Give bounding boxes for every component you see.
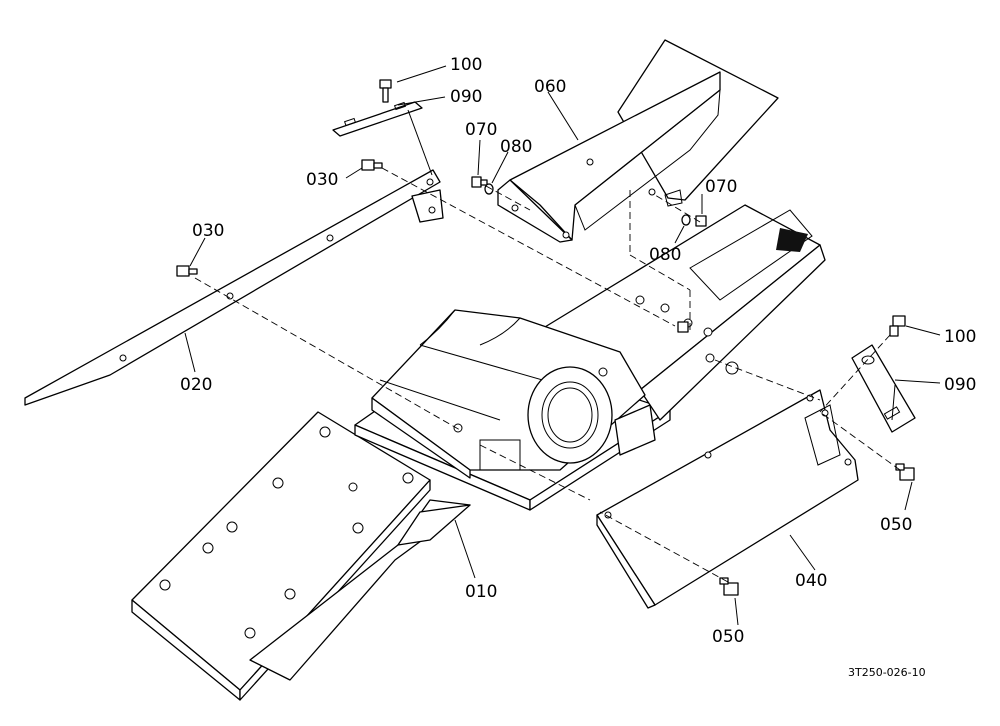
bolt-100-upper-icon — [379, 79, 392, 103]
part-010-frame — [131, 204, 826, 701]
assembly-lines — [194, 167, 901, 583]
callout-030-upper: 030 — [306, 170, 338, 190]
callout-100-upper: 100 — [450, 55, 482, 75]
callout-080-lower: 080 — [649, 245, 681, 265]
callout-070-upper: 070 — [465, 120, 497, 140]
part-090-plate-lower — [851, 344, 916, 433]
bolt-070-upper-icon — [471, 176, 488, 188]
bolt-100-right-icon — [889, 315, 906, 337]
callout-040: 040 — [795, 571, 827, 591]
callouts: 100 090 060 070 080 030 030 070 080 020 … — [180, 55, 976, 647]
callout-050-lower: 050 — [712, 627, 744, 647]
bolt-050-lower-icon — [719, 577, 739, 596]
bolt-070-lower-icon — [695, 215, 707, 227]
callout-090-right: 090 — [944, 375, 976, 395]
part-040-panel — [596, 389, 859, 609]
callout-100-right: 100 — [944, 327, 976, 347]
callout-050-right: 050 — [880, 515, 912, 535]
callout-070-lower: 070 — [705, 177, 737, 197]
callout-090-upper: 090 — [450, 87, 482, 107]
callout-010: 010 — [465, 582, 497, 602]
bolt-030-lower-icon — [176, 265, 198, 277]
washer-080-lower-icon — [681, 214, 691, 226]
bolt-030-upper-icon — [361, 159, 383, 171]
callout-060: 060 — [534, 77, 566, 97]
part-060-cover — [497, 39, 779, 243]
callout-080-upper: 080 — [500, 137, 532, 157]
part-090-plate-upper — [332, 101, 423, 137]
callout-020: 020 — [180, 375, 212, 395]
bolt-050-right-icon — [895, 463, 915, 481]
leader-lines — [184, 65, 941, 626]
part-020-rail — [24, 169, 444, 406]
drawing-number: 3T250-026-10 — [848, 666, 926, 679]
callout-030-lower: 030 — [192, 221, 224, 241]
nut-icon — [677, 321, 689, 333]
